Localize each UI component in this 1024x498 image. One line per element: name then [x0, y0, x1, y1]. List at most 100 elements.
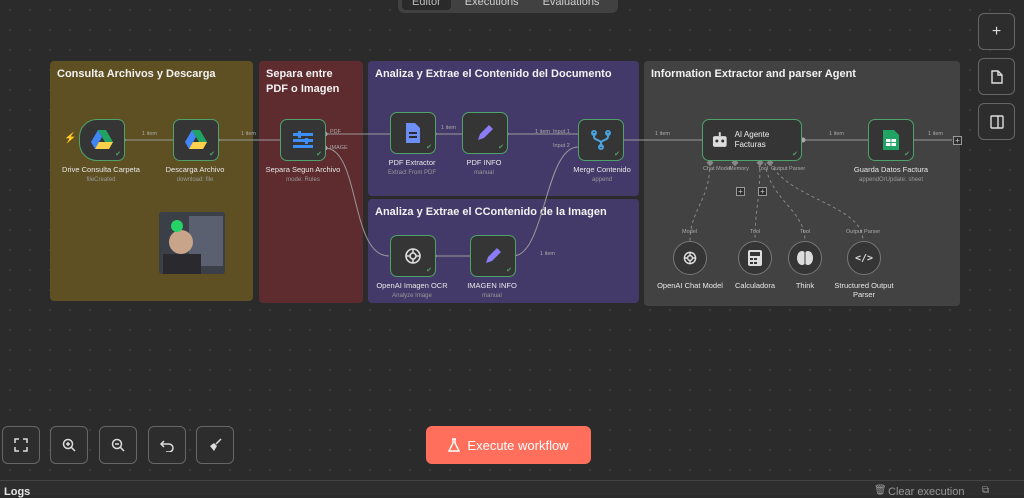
edge-label: PDF	[330, 129, 341, 135]
port-label-output-parser: Output Parser	[771, 166, 806, 172]
whatsapp-icon	[171, 220, 183, 232]
edge-label: 1 item	[241, 131, 256, 137]
node-drive-consulta[interactable]: ✔	[79, 119, 125, 161]
node-subtitle: manual	[474, 170, 494, 176]
zoom-out-icon	[111, 438, 125, 452]
execute-workflow-button[interactable]: Execute workflow	[426, 426, 591, 464]
check-icon: ✔	[316, 151, 322, 158]
node-label: Guarda Datos Factura appendOrUpdate: shee…	[854, 165, 928, 185]
toggle-panel-button[interactable]	[978, 103, 1015, 140]
node-label: PDF INFO manual	[467, 158, 502, 178]
sub-port-label: Model	[682, 229, 697, 235]
node-ai-agent[interactable]: AI Agente Facturas ✔	[702, 119, 802, 161]
edge	[689, 162, 711, 242]
port-label-memory: Memory	[729, 166, 749, 172]
node-think[interactable]	[788, 241, 822, 275]
google-drive-icon	[91, 130, 113, 149]
node-structured-output-parser[interactable]: </>	[847, 241, 881, 275]
sticky-title: Analiza y Extrae el Contenido del Docume…	[375, 68, 612, 80]
tab-evaluations[interactable]: Evaluations	[542, 0, 600, 8]
check-icon: ✔	[426, 267, 432, 274]
node-name: PDF Extractor	[388, 158, 436, 167]
check-icon: ✔	[792, 151, 798, 158]
check-icon: ✔	[115, 151, 121, 158]
node-subtitle: append	[591, 177, 613, 183]
file-extract-icon	[406, 123, 420, 143]
node-subtitle: fileCreated	[86, 177, 116, 183]
port-label-chat-model: Chat Model	[703, 166, 732, 172]
node-separa[interactable]: ✔	[280, 119, 326, 161]
node-openai-chat-model[interactable]	[673, 241, 707, 275]
fit-view-button[interactable]	[2, 426, 40, 464]
node-guarda[interactable]: ✔	[868, 119, 914, 161]
node-label: Descarga Archivo download: file	[166, 165, 225, 185]
copy-icon[interactable]: ⧉	[982, 485, 990, 496]
switch-icon	[293, 131, 313, 148]
broom-icon	[210, 438, 222, 451]
node-calculadora[interactable]	[738, 241, 772, 275]
check-icon: ✔	[426, 144, 432, 151]
sub-port-label: Tool	[750, 229, 761, 235]
logs-bar[interactable]: Logs 🗑 Clear execution ⧉	[0, 480, 1024, 498]
merge-icon	[591, 130, 611, 150]
node-imagen-info[interactable]: ✔	[470, 235, 516, 277]
sticky-title: Information Extractor and parser Agent	[651, 68, 856, 80]
zoom-in-button[interactable]	[50, 426, 88, 464]
edge-label: 1 item	[142, 131, 157, 137]
trigger-bolt-icon: ⚡	[64, 133, 77, 144]
node-label: Structured Output Parser	[834, 281, 894, 299]
sticky-title: Consulta Archivos y Descarga	[57, 68, 216, 80]
sticky-title: Analiza y Extrae el CContenido de la Ima…	[375, 206, 607, 218]
node-openai-ocr[interactable]: ✔	[390, 235, 436, 277]
node-subtitle: download: file	[176, 177, 214, 183]
add-node-button[interactable]: +	[978, 13, 1015, 50]
node-label: Merge Contenido append	[573, 165, 631, 185]
add-sticky-button[interactable]	[978, 58, 1015, 95]
edge-label: 1 item	[655, 131, 670, 137]
edge-label: 1 item	[928, 131, 943, 137]
node-subtitle: appendOrUpdate: sheet	[858, 177, 924, 183]
edge-label: 1 item	[441, 125, 456, 131]
flask-icon	[448, 438, 461, 452]
sticky-title: Separa entre PDF o Imagen	[266, 68, 340, 95]
sub-port-label: Tool	[800, 229, 811, 235]
openai-icon	[405, 248, 421, 264]
clear-execution-button[interactable]: Clear execution	[888, 486, 965, 498]
tab-editor[interactable]: Editor	[402, 0, 451, 10]
reset-zoom-button[interactable]	[148, 426, 186, 464]
tab-executions[interactable]: Executions	[464, 0, 519, 8]
node-label: Think	[795, 281, 815, 290]
edge-label: Input 1	[553, 129, 570, 135]
view-tabs: Editor Executions Evaluations	[398, 0, 618, 13]
add-tool-button[interactable]: +	[758, 187, 767, 196]
port-label-tool: Tool	[758, 166, 769, 172]
node-name: Merge Contenido	[573, 165, 631, 174]
node-merge[interactable]: ✔	[578, 119, 624, 161]
tidy-up-button[interactable]	[196, 426, 234, 464]
edge	[769, 162, 864, 242]
node-subtitle: manual	[482, 293, 502, 299]
check-icon: ✔	[506, 267, 512, 274]
node-descarga[interactable]: ✔	[173, 119, 219, 161]
fullscreen-icon	[14, 438, 28, 452]
node-pdf-info[interactable]: ✔	[462, 112, 508, 154]
edge	[764, 162, 806, 242]
node-subtitle: mode: Rules	[286, 177, 320, 183]
add-memory-button[interactable]: +	[736, 187, 745, 196]
calculator-icon	[748, 250, 762, 266]
add-next-node-button[interactable]: +	[953, 136, 962, 145]
node-pdf-extractor[interactable]: ✔	[390, 112, 436, 154]
node-name: Descarga Archivo	[165, 165, 225, 174]
zoom-out-button[interactable]	[99, 426, 137, 464]
code-icon: </>	[854, 252, 874, 264]
node-name: Guarda Datos Factura	[853, 165, 929, 174]
node-name: PDF INFO	[466, 158, 502, 167]
node-name: IMAGEN INFO	[467, 281, 517, 290]
logs-label: Logs	[4, 486, 31, 498]
node-subtitle: Analyze Image	[392, 293, 432, 299]
node-label: OpenAI Chat Model	[657, 281, 723, 290]
sticky-separa[interactable]: Separa entre PDF o Imagen	[259, 61, 363, 303]
